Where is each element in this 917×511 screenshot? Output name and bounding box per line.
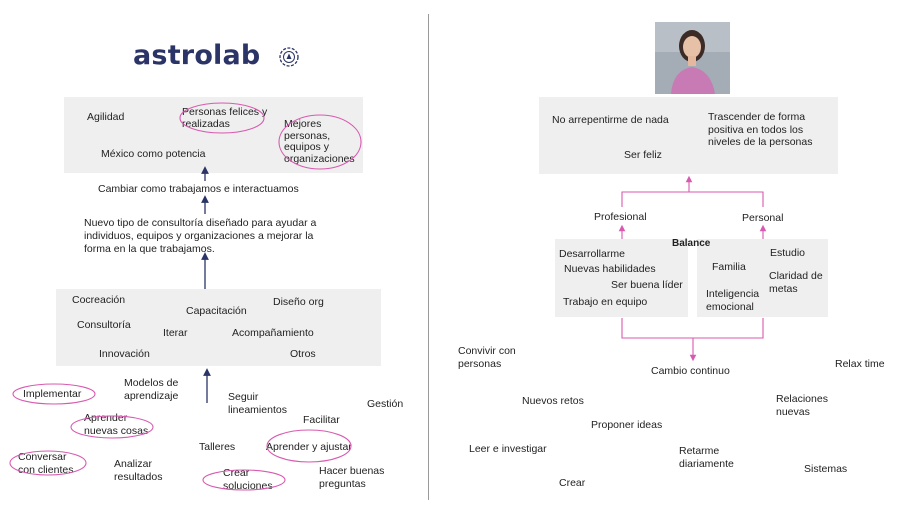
highlight-personas [179,102,265,134]
highlight-mejores [278,114,362,170]
label-aprender-nuevas: Aprender nuevas cosas [84,412,149,437]
highlight-aprender-ajustar [266,429,352,463]
label-cocreacion: Cocreación [72,294,126,306]
label-facilitar: Facilitar [303,414,340,426]
label-conversar: Conversar con clientes [18,451,74,476]
label-innovacion: Innovación [99,348,150,360]
label-iterar: Iterar [163,327,188,339]
label-acompanamiento: Acompañamiento [232,327,314,339]
professional-box [555,239,688,317]
astrolab-emblem-icon [276,44,302,70]
label-trascender: Trascender de forma positiva en todos lo… [708,111,813,148]
label-retos: Nuevos retos [522,395,584,407]
label-talleres: Talleres [199,441,236,453]
label-relaciones: Relaciones nuevas [776,393,828,418]
label-leer: Leer e investigar [469,443,547,455]
label-claridad: Claridad de metas [769,270,823,295]
label-hacer-preguntas: Hacer buenas preguntas [319,465,385,490]
highlight-implementar [12,383,96,405]
astrolab-logo: astrolab [133,40,261,71]
label-otros: Otros [290,348,316,360]
label-mexico: México como potencia [101,148,206,160]
label-personal: Personal [742,212,784,224]
label-inteligencia: Inteligencia emocional [706,288,760,313]
label-sistemas: Sistemas [804,463,848,475]
label-arrepentirme: No arrepentirme de nada [552,114,669,126]
purpose-box [539,97,838,174]
label-buena-lider: Ser buena líder [611,279,683,291]
personal-box [697,239,828,317]
highlight-crear-soluciones [202,469,286,491]
profile-photo [655,22,730,94]
label-ser-feliz: Ser feliz [624,149,662,161]
label-familia: Familia [712,261,746,273]
label-gestion: Gestión [367,398,404,410]
label-proponer: Proponer ideas [591,419,663,431]
label-implementar: Implementar [23,388,82,400]
label-diseno-org: Diseño org [273,296,324,308]
label-nuevo-tipo: Nuevo tipo de consultoría diseñado para … [84,217,317,255]
services-box [56,289,381,366]
label-analizar: Analizar resultados [114,458,163,483]
label-capacitacion: Capacitación [186,305,247,317]
label-relax: Relax time [835,358,885,370]
highlight-conversar [9,450,87,476]
label-trabajo-equipo: Trabajo en equipo [563,296,648,308]
label-consultoria: Consultoría [77,319,131,331]
label-seguir: Seguir lineamientos [228,391,287,416]
label-desarrollarme: Desarrollarme [559,248,625,260]
label-balance: Balance [672,238,711,249]
label-retarme: Retarme diariamente [679,445,734,470]
label-estudio: Estudio [770,247,806,259]
label-profesional: Profesional [594,211,647,223]
branch-top [621,191,764,207]
label-aprender-ajustar: Aprender y ajustar [266,441,352,453]
label-convivir: Convivir con personas [458,345,516,370]
label-mejores-personas: Mejores personas, equipos y organizacion… [284,118,355,165]
highlight-aprender-nuevas [70,415,154,439]
label-cambio-continuo: Cambio continuo [651,365,730,377]
label-cambiar: Cambiar como trabajamos e interactuamos [98,183,299,195]
label-personas-felices: Personas felices y realizadas [182,106,268,130]
branch-bottom [621,318,764,339]
label-habilidades: Nuevas habilidades [564,263,656,275]
label-crear: Crear [559,477,586,489]
goals-box [64,97,363,173]
center-divider [428,14,429,500]
label-modelos: Modelos de aprendizaje [124,377,179,402]
label-agilidad: Agilidad [87,111,125,123]
